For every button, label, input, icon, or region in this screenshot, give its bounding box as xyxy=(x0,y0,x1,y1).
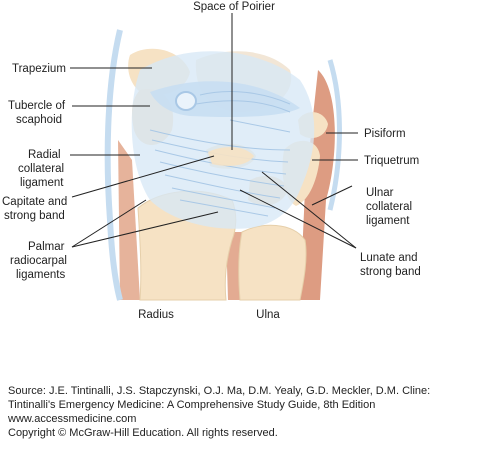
label-lunate-1: Lunate and xyxy=(360,252,418,264)
lunate-highlight xyxy=(208,147,254,166)
label-radial-2: collateral xyxy=(18,163,64,175)
label-radial-3: ligament xyxy=(20,177,64,189)
ulna-bone xyxy=(238,224,307,301)
source-line-2: Tintinalli's Emergency Medicine: A Compr… xyxy=(8,399,376,411)
label-palmar-3: ligaments xyxy=(16,269,65,281)
label-trapezium: Trapezium xyxy=(12,63,66,75)
label-radius: Radius xyxy=(138,309,174,321)
label-space-of-poirier: Space of Poirier xyxy=(193,1,275,13)
ligament-sheet xyxy=(131,51,315,229)
source-citation: Source: J.E. Tintinalli, J.S. Stapczynsk… xyxy=(8,384,478,440)
label-pisiform: Pisiform xyxy=(364,128,406,140)
label-triquetrum: Triquetrum xyxy=(364,155,419,167)
label-tubercle-1: Tubercle of xyxy=(8,100,66,112)
source-line-3: www.accessmedicine.com xyxy=(8,413,137,425)
label-lunate-2: strong band xyxy=(360,266,421,278)
label-radial-1: Radial xyxy=(28,149,61,161)
label-palmar-2: radiocarpal xyxy=(10,255,67,267)
label-ulna: Ulna xyxy=(256,309,280,321)
label-ulnar-3: ligament xyxy=(366,215,410,227)
leader-lines xyxy=(70,13,358,249)
muscle-left xyxy=(118,140,140,300)
ligament-fibres xyxy=(149,91,291,217)
label-ulnar-2: collateral xyxy=(366,201,412,213)
source-line-4: Copyright © McGraw-Hill Education. All r… xyxy=(8,427,278,439)
source-line-1: Source: J.E. Tintinalli, J.S. Stapczynsk… xyxy=(8,385,431,397)
label-palmar-1: Palmar xyxy=(28,241,65,253)
scaphoid-tubercle-shape xyxy=(175,91,197,111)
capsule-outline xyxy=(104,29,123,301)
label-capitate-1: Capitate and xyxy=(2,196,67,208)
label-ulnar-1: Ulnar xyxy=(366,187,394,199)
label-capitate-2: strong band xyxy=(4,210,65,222)
label-tubercle-2: scaphoid xyxy=(16,114,62,126)
